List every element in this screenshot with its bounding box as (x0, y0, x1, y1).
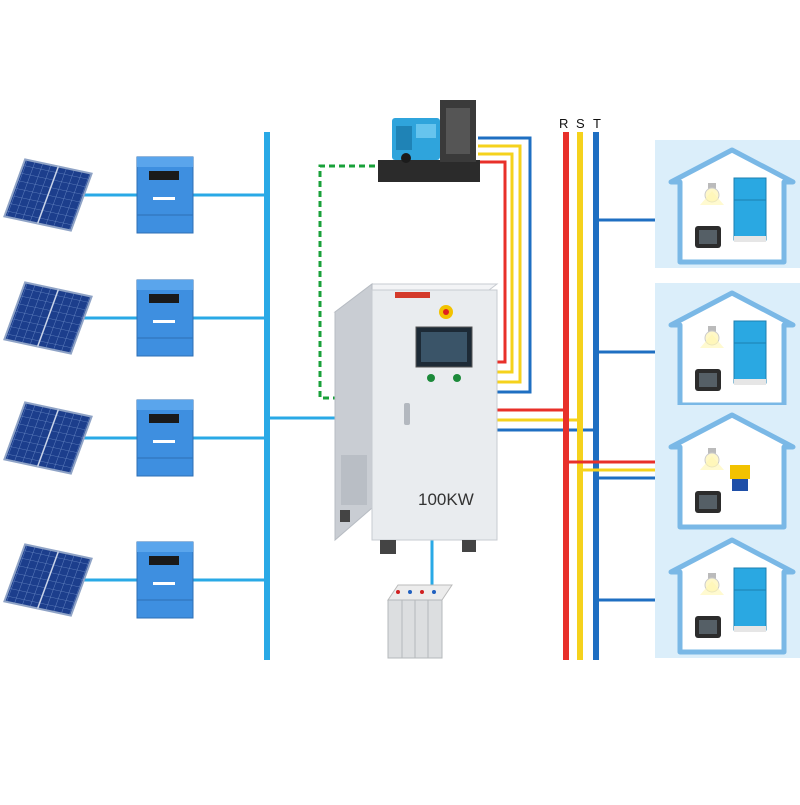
start-button (427, 374, 435, 382)
inverter-cabinet-icon: 100KW (333, 282, 499, 554)
phase-label-s: S (576, 116, 585, 131)
brand-logo-mark (395, 292, 430, 298)
gen-wire-yellow (478, 144, 522, 384)
stop-button (453, 374, 461, 382)
battery-bank-icon (387, 584, 453, 659)
charge-controller (136, 279, 194, 357)
door-handle (404, 403, 410, 425)
controller-lcd (149, 294, 179, 303)
gen-wire-blue (478, 136, 532, 394)
house (655, 140, 800, 268)
dc-bus-bar (264, 132, 270, 660)
gen-wire-red (478, 160, 507, 364)
water-pump-icon (730, 465, 750, 491)
lightbulb-icon (700, 573, 724, 595)
controller-lcd (149, 171, 179, 180)
tv-icon (695, 491, 721, 513)
gen-wire-yellow-2 (478, 152, 514, 374)
solar-strings (3, 156, 194, 619)
houses (655, 140, 800, 658)
house (655, 283, 800, 411)
lightbulb-icon (700, 326, 724, 348)
lightbulb-icon (700, 183, 724, 205)
phase-bar-s (577, 132, 583, 660)
string-wires (82, 193, 265, 582)
controller-lcd (149, 556, 179, 565)
house (655, 405, 800, 533)
lightbulb-icon (700, 448, 724, 470)
generator-control-link (318, 164, 385, 400)
phase-label-r: R (559, 116, 568, 131)
phase-bar-r (563, 132, 569, 660)
solar-panel (3, 281, 93, 355)
charge-controller (136, 399, 194, 477)
solar-panel (3, 401, 93, 475)
phase-labels: R S T (559, 116, 601, 131)
fridge-icon (733, 567, 767, 632)
tv-icon (695, 226, 721, 248)
tv-icon (695, 616, 721, 638)
charge-controller (136, 541, 194, 619)
fridge-icon (733, 320, 767, 385)
inverter-rating: 100KW (418, 490, 474, 509)
tv-icon (695, 369, 721, 391)
fridge-icon (733, 177, 767, 242)
solar-panel (3, 158, 93, 232)
phase-label-t: T (593, 116, 601, 131)
diesel-generator-icon (378, 100, 480, 182)
charge-controller (136, 156, 194, 234)
controller-lcd (149, 414, 179, 423)
solar-panel (3, 543, 93, 617)
wiring (82, 132, 690, 660)
house (655, 530, 800, 658)
phase-bar-t (593, 132, 599, 660)
